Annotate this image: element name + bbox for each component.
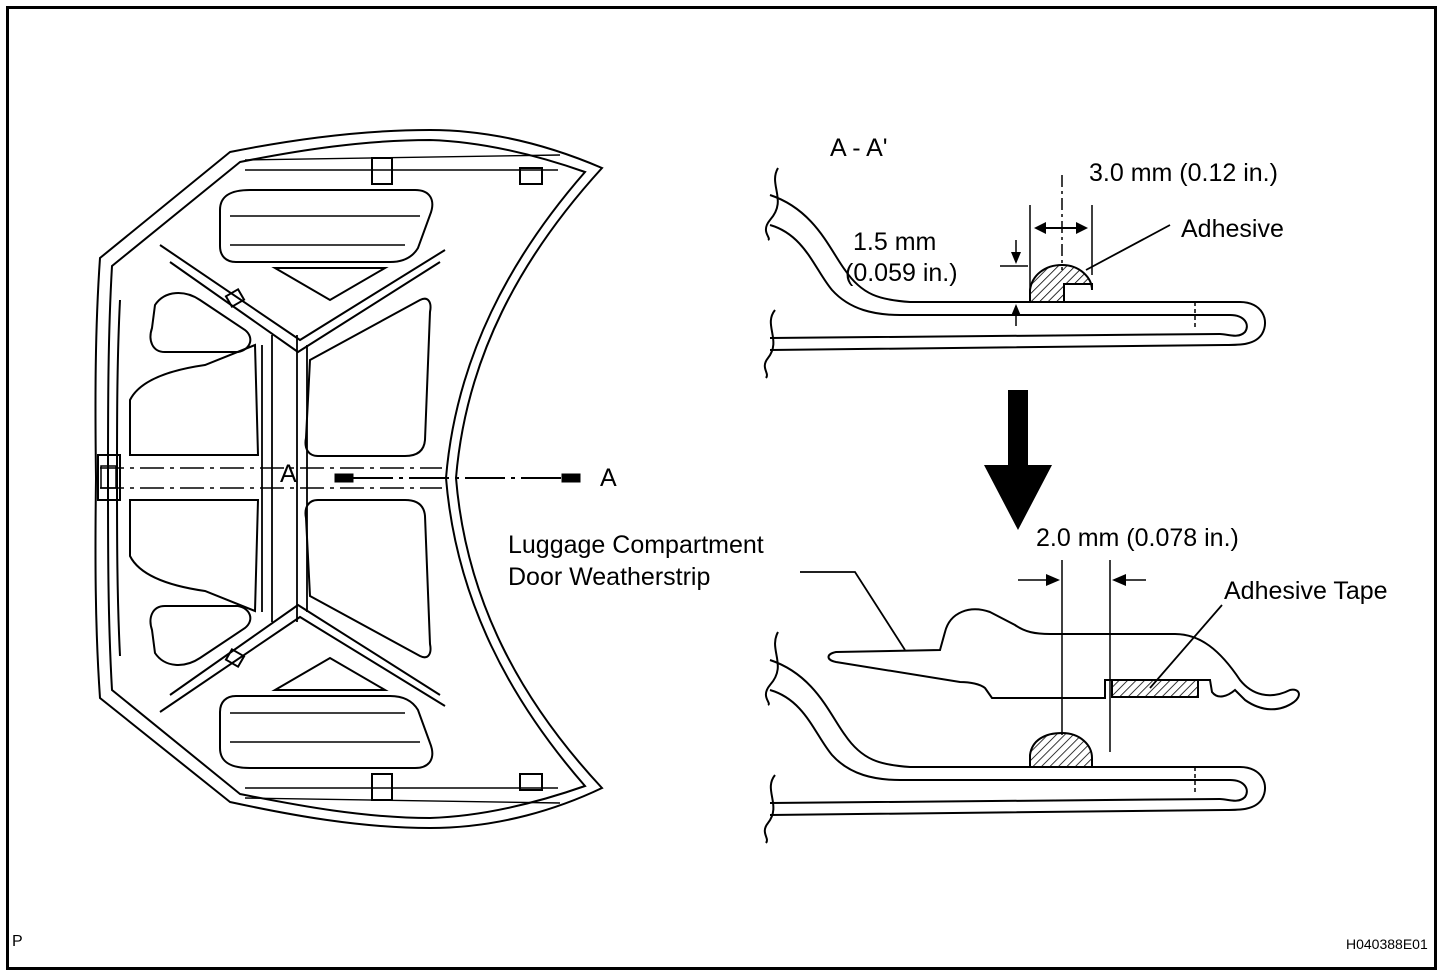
door-outer-outline bbox=[94, 128, 604, 830]
dimension-height-line2: (0.059 in.) bbox=[845, 259, 958, 287]
dimension-offset-bottom: 2.0 mm (0.078 in.) bbox=[1036, 524, 1239, 552]
dimension-height-line1: 1.5 mm bbox=[853, 228, 937, 256]
dimension-arrowheads-upper bbox=[1011, 222, 1088, 316]
section-line-start-mark bbox=[334, 473, 354, 483]
figure-id: H040388E01 bbox=[1346, 936, 1428, 952]
corner-code: P bbox=[12, 933, 23, 950]
weatherstrip bbox=[827, 608, 1300, 711]
upper-skin bbox=[769, 194, 1267, 351]
upper-opening bbox=[219, 189, 434, 263]
latch-block bbox=[97, 454, 121, 501]
dimension-arrowheads-lower bbox=[1046, 574, 1126, 586]
door-inner-outline bbox=[107, 138, 587, 820]
luggage-door-panel bbox=[94, 128, 604, 830]
cross-section-lower bbox=[763, 560, 1300, 844]
adhesive-tape bbox=[1111, 679, 1199, 698]
section-marker-left: A bbox=[280, 460, 297, 488]
section-line-end-mark bbox=[561, 473, 581, 483]
adhesive-tape-label: Adhesive Tape bbox=[1224, 577, 1388, 605]
section-marker-right: A bbox=[600, 464, 617, 492]
section-title: A - A' bbox=[830, 134, 888, 162]
dimension-width-top: 3.0 mm (0.12 in.) bbox=[1089, 159, 1278, 187]
weatherstrip-label-line1: Luggage Compartment bbox=[508, 531, 764, 559]
weatherstrip-label-line2: Door Weatherstrip bbox=[508, 563, 711, 591]
adhesive-bead bbox=[1029, 263, 1093, 303]
cross-section-upper bbox=[763, 167, 1267, 379]
adhesive-label: Adhesive bbox=[1181, 215, 1284, 243]
section-line bbox=[334, 473, 581, 483]
process-arrow bbox=[984, 390, 1052, 530]
figure-border bbox=[6, 6, 1437, 970]
lower-skin bbox=[769, 659, 1267, 816]
lower-opening bbox=[219, 695, 434, 769]
